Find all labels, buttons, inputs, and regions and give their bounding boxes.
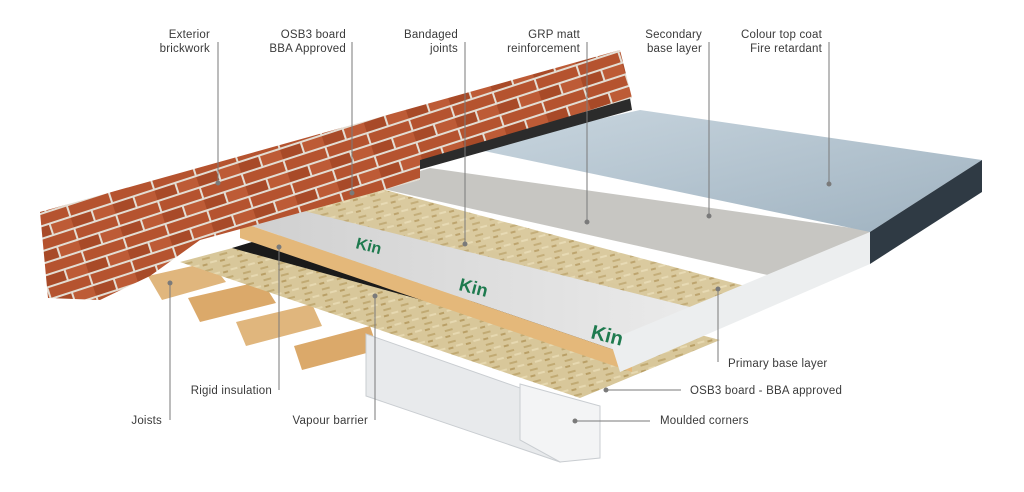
leader-lines <box>167 42 832 424</box>
rigid-insulation-board <box>240 204 720 356</box>
label-osb3-board-bottom: OSB3 board - BBA approved <box>690 385 843 397</box>
joist <box>294 326 378 370</box>
colour-top-coat <box>470 110 982 232</box>
label-secondary-base: Secondary base layer <box>645 29 702 55</box>
label-grp-matt: GRP matt reinforcement <box>507 29 580 55</box>
label-bandaged-joints: Bandaged joints <box>403 29 458 55</box>
label-colour-top-coat: Colour top coat Fire retardant <box>741 29 822 55</box>
grp-matt-layer <box>370 168 880 280</box>
label-vapour-barrier: Vapour barrier <box>292 415 368 427</box>
joist <box>148 262 226 300</box>
label-rigid-insulation: Rigid insulation <box>190 385 272 397</box>
osb-deck-bottom <box>180 230 720 398</box>
label-primary-base-layer: Primary base layer <box>728 358 828 370</box>
edge-trim-right <box>870 160 982 264</box>
rigid-insulation-edge <box>240 222 632 372</box>
osb-upper-layer <box>300 186 760 312</box>
brand-mark: Kin <box>354 235 383 258</box>
moulded-corner-front <box>519 383 601 463</box>
joist <box>188 281 276 322</box>
label-moulded-corners: Moulded corners <box>660 415 749 427</box>
exterior-brick-wall <box>40 50 632 300</box>
label-joists: Joists <box>131 415 162 427</box>
label-osb3-board-top: OSB3 board BBA Approved <box>269 29 346 55</box>
label-exterior-brickwork: Exterior brickwork <box>159 29 210 55</box>
edge-trim-front <box>610 232 870 372</box>
